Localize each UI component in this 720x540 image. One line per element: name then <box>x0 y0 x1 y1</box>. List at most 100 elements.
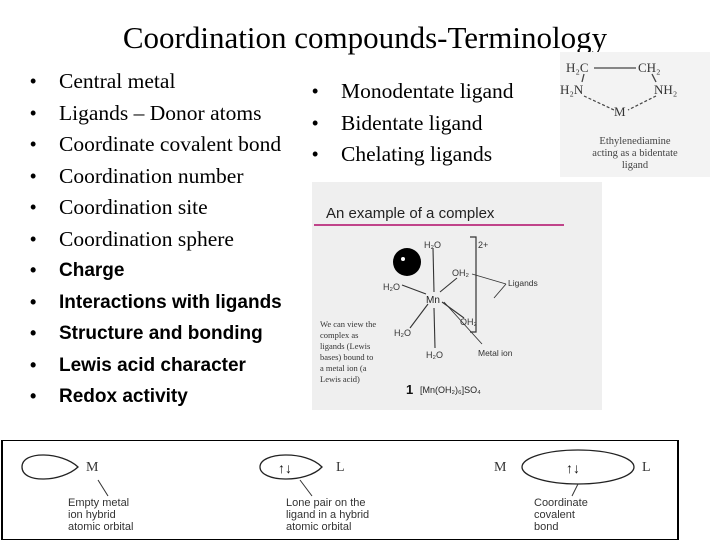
bullet-icon: • <box>312 144 319 164</box>
ligand-label: H₂O <box>426 350 443 360</box>
list-item: •Interactions with ligands <box>30 287 282 319</box>
h2n-label: H₂N <box>560 82 584 97</box>
mn-o-bond <box>401 284 427 295</box>
list-item: •Coordination number <box>30 161 282 193</box>
caption-line: ion hybrid <box>68 509 116 521</box>
figure-background <box>312 182 602 410</box>
side-text-line: ligands (Lewis <box>320 341 370 351</box>
ligand-label: H₂O <box>383 282 400 292</box>
nh2-label: NH₂ <box>654 82 677 97</box>
h2c-label: H₂C <box>566 60 589 75</box>
caption-line: atomic orbital <box>286 521 351 533</box>
list-item: •Central metal <box>30 66 282 98</box>
mn-o-bond <box>432 247 435 293</box>
caption-pointer <box>571 483 579 497</box>
list-item: •Structure and bonding <box>30 318 282 350</box>
sphere-highlight <box>401 257 405 261</box>
list-item: •Coordinate covalent bond <box>30 129 282 161</box>
side-text-line: Lewis acid) <box>320 374 360 384</box>
complex-example-figure: An example of a complex 2+ H₂O OH₂ H₂O M… <box>312 182 602 410</box>
terminology-list: •Central metal •Ligands – Donor atoms •C… <box>30 66 282 413</box>
center-metal-label: Mn <box>426 295 440 306</box>
metal-label: M <box>86 460 99 475</box>
bullet-icon: • <box>30 354 37 375</box>
bullet-icon: • <box>30 323 37 343</box>
n-m-bond <box>583 95 615 111</box>
mn-o-bond <box>439 277 458 293</box>
list-item: •Redox activity <box>30 381 282 413</box>
bullet-icon: • <box>30 71 37 91</box>
electron-pair-arrows-icon: ↑↓ <box>566 460 580 476</box>
bullet-icon: • <box>30 134 37 154</box>
bullet-icon: • <box>30 228 37 249</box>
list-item: •Bidentate ligand <box>312 108 514 140</box>
caption-line: Empty metal <box>68 497 129 509</box>
side-text-line: a metal ion (a <box>320 363 367 373</box>
caption-pointer <box>299 479 313 497</box>
bullet-icon: • <box>30 260 37 280</box>
caption-line: Coordinate <box>534 497 588 509</box>
empty-metal-orbital <box>21 454 79 480</box>
ch2-label: CH₂ <box>638 60 661 75</box>
complex-bracket <box>470 236 477 333</box>
metal-ion-sphere <box>393 248 421 276</box>
orbital-overlap-diagram: M Empty metal ion hybrid atomic orbital … <box>1 440 679 540</box>
list-item: •Ligands – Donor atoms <box>30 98 282 130</box>
caption-line: ligand in a hybrid <box>286 509 369 521</box>
c-n-bond <box>581 73 585 83</box>
bullet-icon: • <box>30 291 37 312</box>
side-text-line: bases) bound to <box>320 352 373 362</box>
caption-line: ligand <box>622 160 649 171</box>
ligand-label: H₂O <box>424 240 441 250</box>
ligand-label: OH₂ <box>452 268 470 278</box>
caption-line: Lone pair on the <box>286 497 366 509</box>
ligands-pointer <box>471 273 507 285</box>
ligands-annotation: Ligands <box>508 278 538 288</box>
mn-o-bond <box>433 307 436 349</box>
bullet-icon: • <box>30 197 37 217</box>
metal-label: M <box>494 460 507 475</box>
list-item: •Coordination sphere <box>30 224 282 256</box>
bullet-icon: • <box>312 112 319 133</box>
ligand-label: L <box>642 460 651 475</box>
ligand-label: H₂O <box>394 328 411 338</box>
caption-line: atomic orbital <box>68 521 133 533</box>
n-m-bond <box>627 95 657 111</box>
formula-number: 1 <box>406 382 413 397</box>
caption-line: acting as a bidentate <box>592 148 678 159</box>
bullet-icon: • <box>30 165 37 186</box>
metal-ion-pointer <box>443 301 483 345</box>
ligand-label: OH₂ <box>460 317 478 327</box>
charge-label: 2+ <box>478 240 488 250</box>
ligand-types-list: •Monodentate ligand •Bidentate ligand •C… <box>312 76 514 171</box>
side-text-line: complex as <box>320 330 358 340</box>
electron-pair-arrows-icon: ↑↓ <box>278 460 292 476</box>
ligands-pointer <box>493 283 507 299</box>
side-text-line: We can view the <box>320 319 376 329</box>
figure-background <box>560 52 710 177</box>
slide-title: Coordination compounds-Terminology <box>122 20 608 55</box>
bullet-icon: • <box>30 102 37 123</box>
mn-o-bond <box>409 303 429 329</box>
diagram-frame <box>1 440 679 540</box>
ligand-label: L <box>336 460 345 475</box>
m-label: M <box>614 104 626 119</box>
bullet-icon: • <box>30 386 37 406</box>
metal-ion-annotation: Metal ion <box>478 348 513 358</box>
list-item: •Coordination site <box>30 192 282 224</box>
bullet-icon: • <box>312 81 319 101</box>
list-item: •Charge <box>30 255 282 287</box>
complex-heading: An example of a complex <box>326 205 495 222</box>
list-item: •Lewis acid character <box>30 350 282 382</box>
mn-o-bond <box>441 301 465 319</box>
list-item: •Monodentate ligand <box>312 76 514 108</box>
caption-pointer <box>97 479 109 497</box>
ligand-lone-pair-orbital <box>259 454 323 480</box>
caption-line: Ethylenediamine <box>599 136 670 147</box>
caption-line: bond <box>534 521 558 533</box>
ethylenediamine-figure: H₂C CH₂ H₂N NH₂ M Ethylenediamine acting… <box>560 52 710 177</box>
c-n-bond <box>651 73 657 83</box>
formula-label: [Mn(OH₂)₆]SO₄ <box>420 385 481 395</box>
caption-line: covalent <box>534 509 575 521</box>
list-item: •Chelating ligands <box>312 139 514 171</box>
